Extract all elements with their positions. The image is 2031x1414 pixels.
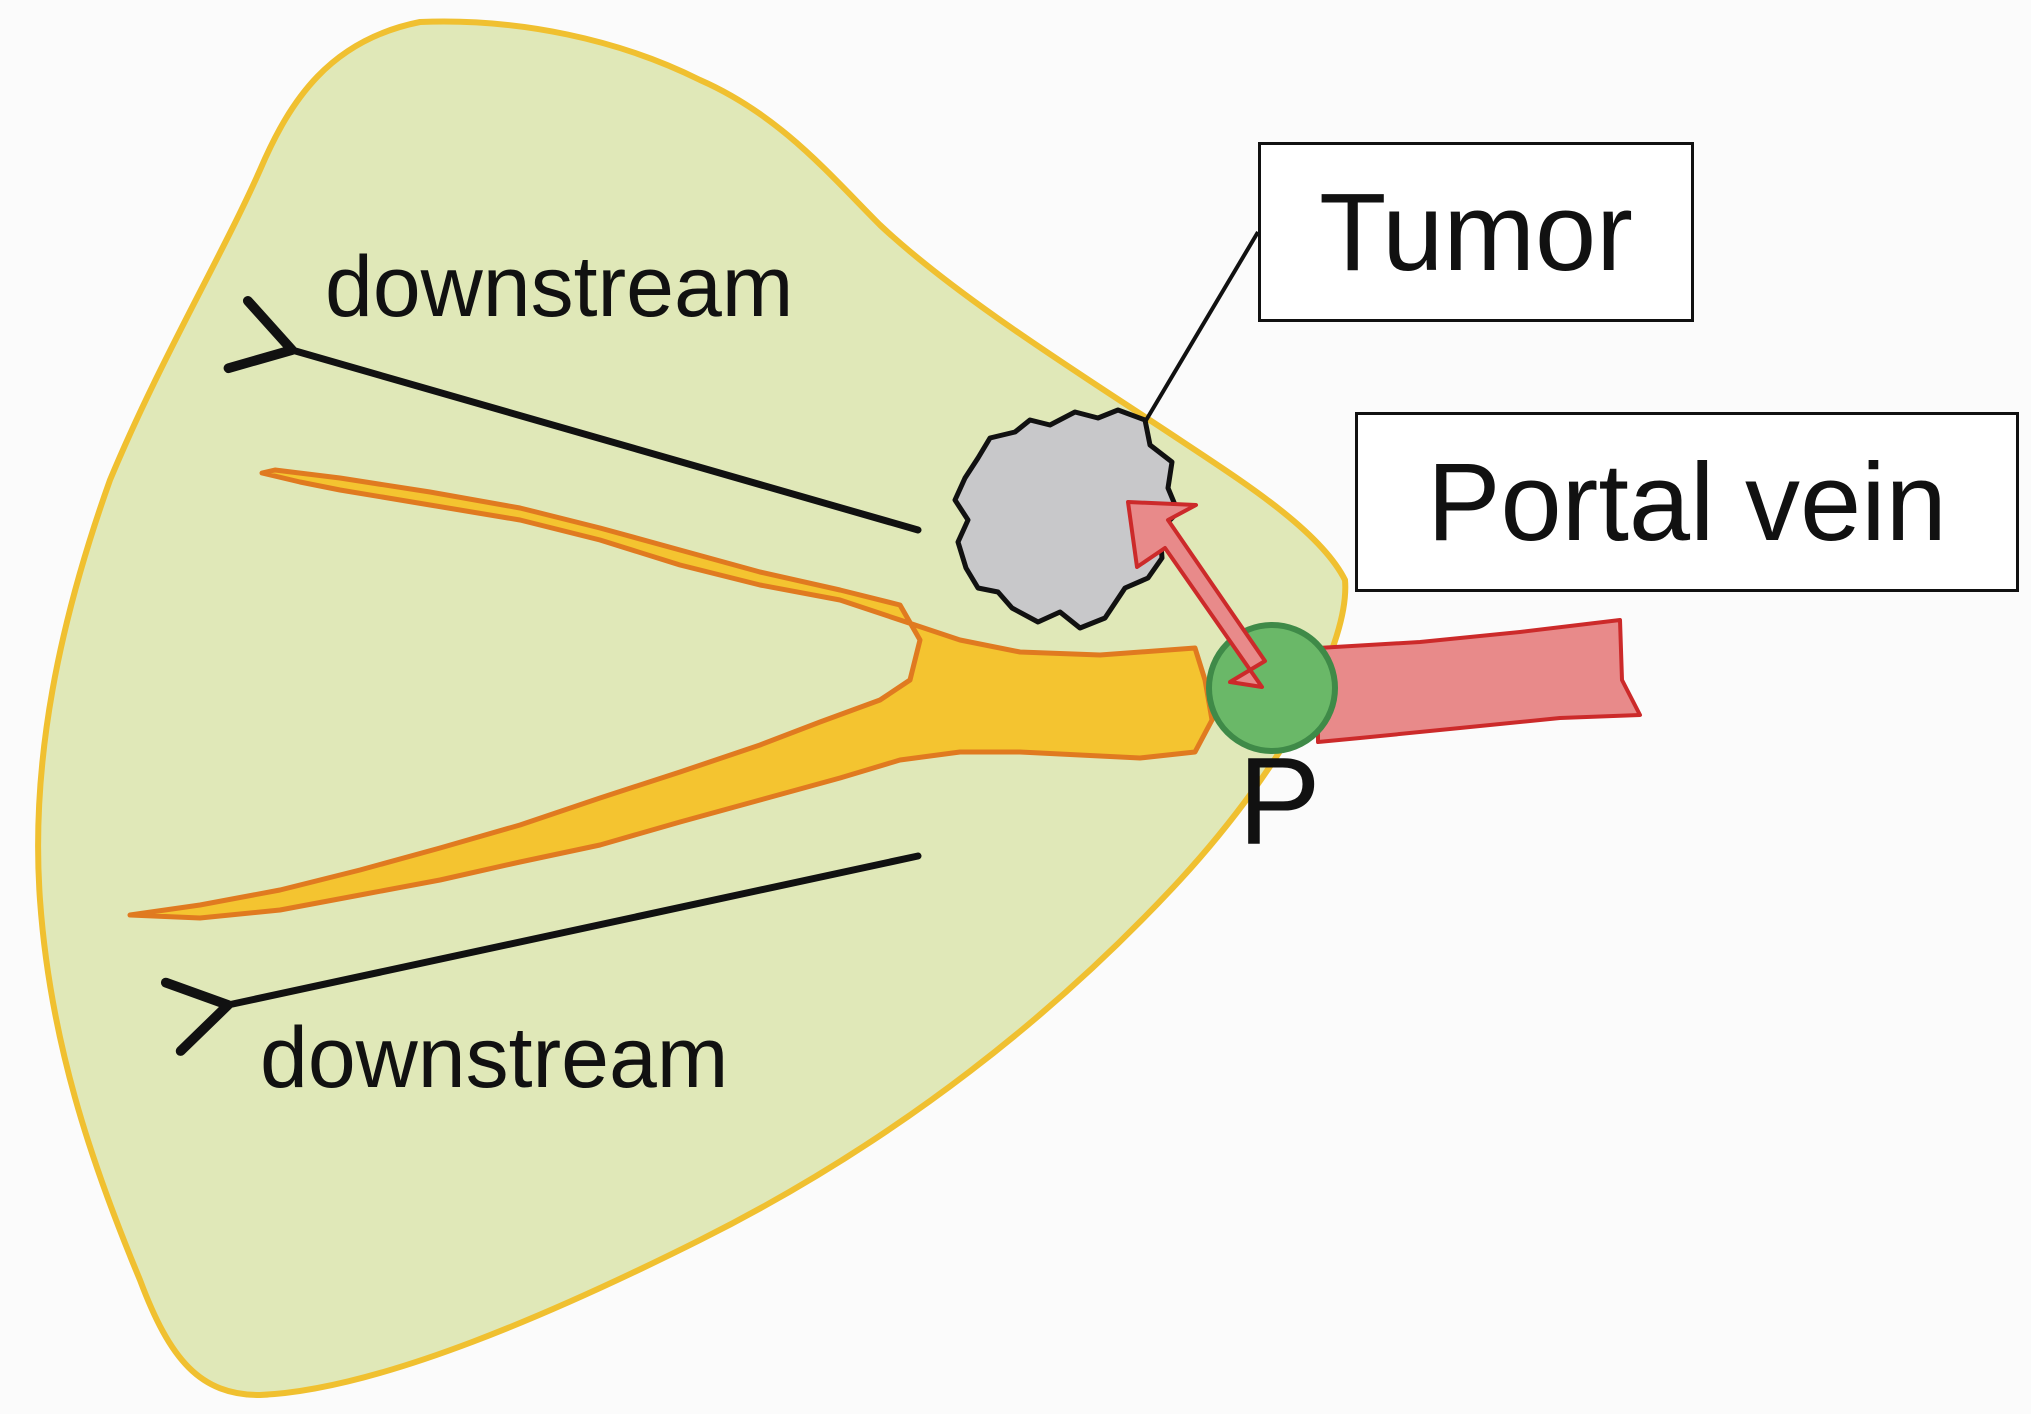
downstream-label-top: downstream	[325, 239, 794, 335]
portal-marker-label: P	[1238, 733, 1321, 871]
branching-vessel	[127, 467, 1215, 921]
liver-segment	[35, 18, 1349, 1398]
tumor-label-box: Tumor	[1258, 142, 1694, 322]
downstream-label-bottom: downstream	[260, 1010, 729, 1106]
downstream-arrow-bottom	[160, 852, 922, 1056]
portal-vein-label: Portal vein	[1427, 440, 1947, 564]
tumor-leader-line	[1143, 230, 1260, 424]
invasion-arrow	[1126, 500, 1267, 689]
portal-vein-label-box: Portal vein	[1355, 412, 2019, 592]
portal-vein-trunk	[1316, 618, 1642, 744]
tumor	[952, 407, 1181, 631]
tumor-label: Tumor	[1319, 170, 1633, 294]
downstream-arrow-top	[223, 295, 922, 534]
